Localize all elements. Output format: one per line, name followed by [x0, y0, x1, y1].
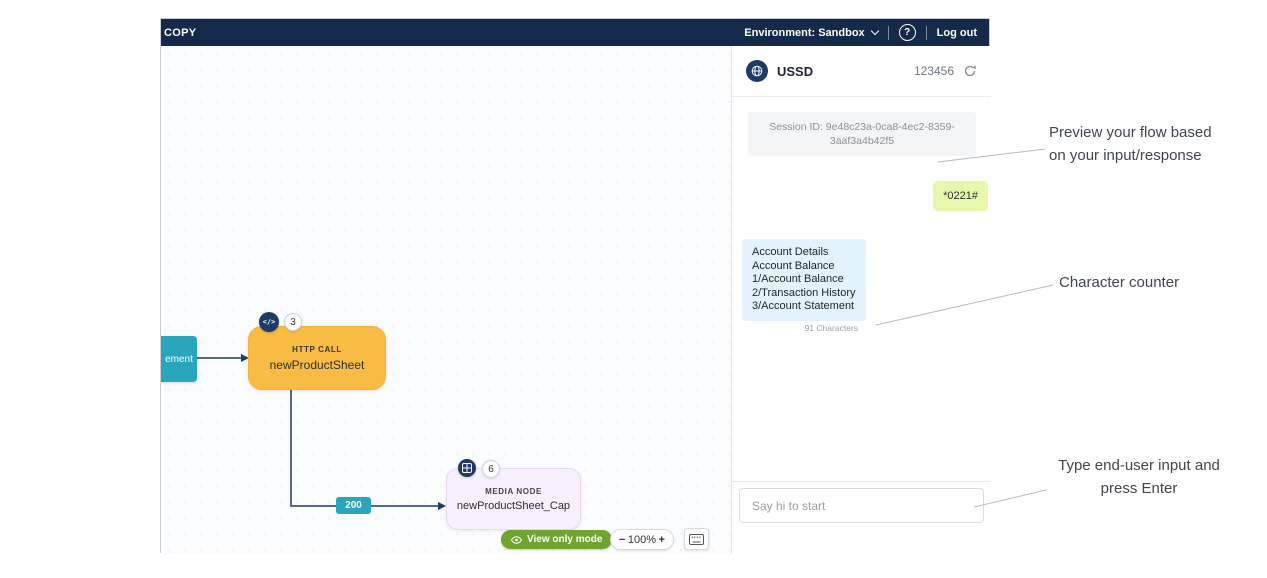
bot-message-line: Account Balance — [752, 259, 835, 272]
statement-node[interactable]: ement — [161, 336, 197, 382]
http-call-icon: </> — [259, 312, 279, 332]
zoom-in-button[interactable]: + — [658, 533, 665, 546]
channel-title: USSD — [777, 63, 814, 79]
eye-icon — [511, 535, 522, 544]
zoom-level: 100% — [627, 533, 657, 546]
panel-divider — [732, 96, 991, 97]
zoom-out-button[interactable]: − — [619, 533, 626, 546]
session-id-banner: Session ID: 9e48c23a-0ca8-4ec2-8359-3aaf… — [748, 112, 976, 156]
flow-title: COPY — [164, 26, 197, 39]
keyboard-icon — [689, 533, 704, 545]
media-node-name: newProductSheet_Cap — [456, 499, 571, 512]
logout-button[interactable]: Log out — [936, 26, 977, 39]
annotation-character-counter: Character counter — [1059, 274, 1180, 291]
bot-message-line: 2/Transaction History — [752, 286, 856, 299]
media-node-type-label: MEDIA NODE — [485, 486, 542, 496]
chevron-down-icon — [870, 26, 879, 36]
bot-message-line: Account Details — [752, 246, 829, 258]
character-counter: 91 Characters — [804, 323, 858, 333]
topbar-divider — [925, 25, 927, 40]
http-node-name: newProductSheet — [269, 357, 365, 372]
globe-icon — [746, 60, 768, 82]
annotation-type-input: Type end-user input and press Enter — [1058, 457, 1220, 497]
view-only-mode-label: View only mode — [527, 534, 603, 545]
http-node-count-badge: 3 — [284, 313, 302, 331]
app-window: COPY Environment: Sandbox ? Log out emen… — [160, 18, 991, 554]
shortcode: 123456 — [913, 64, 954, 78]
preview-panel-header: USSD 123456 — [732, 46, 991, 96]
annotation-preview-flow: Preview your flow based on your input/re… — [1049, 124, 1212, 164]
ussd-preview-panel: USSD 123456 Session ID: 9e48c23a-0ca8-4e… — [731, 46, 991, 554]
chat-input[interactable] — [739, 488, 984, 523]
refresh-icon — [964, 65, 976, 77]
http-call-node[interactable]: HTTP CALL newProductSheet — [248, 326, 386, 390]
media-node[interactable]: MEDIA NODE newProductSheet_Cap — [446, 468, 581, 530]
user-message-bubble: *0221# — [933, 181, 988, 211]
bot-message-line: 3/Account Statement — [752, 300, 855, 312]
bot-message-bubble: Account Details Account Balance 1/Accoun… — [742, 239, 866, 321]
media-node-count-badge: 6 — [482, 460, 500, 478]
view-only-mode-button[interactable]: View only mode — [501, 530, 613, 549]
http-node-type-label: HTTP CALL — [292, 344, 342, 354]
help-button[interactable]: ? — [898, 24, 916, 41]
refresh-button[interactable] — [963, 64, 977, 78]
help-icon: ? — [904, 27, 911, 38]
environment-label: Environment: Sandbox — [744, 26, 865, 39]
environment-selector[interactable]: Environment: Sandbox — [744, 26, 879, 39]
statement-node-label: ement — [165, 353, 193, 365]
keyboard-shortcuts-button[interactable] — [684, 528, 709, 550]
edge-status-badge: 200 — [336, 497, 371, 514]
topbar: COPY Environment: Sandbox ? Log out — [161, 19, 989, 46]
zoom-control: − 100% + — [610, 529, 674, 550]
topbar-divider — [887, 25, 889, 40]
bot-message-line: 1/Account Balance — [752, 273, 844, 285]
media-node-icon — [458, 459, 476, 477]
flow-canvas[interactable]: ement </> 3 HTTP CALL newProductSheet 20… — [161, 46, 731, 554]
chat-input-area — [732, 481, 991, 529]
